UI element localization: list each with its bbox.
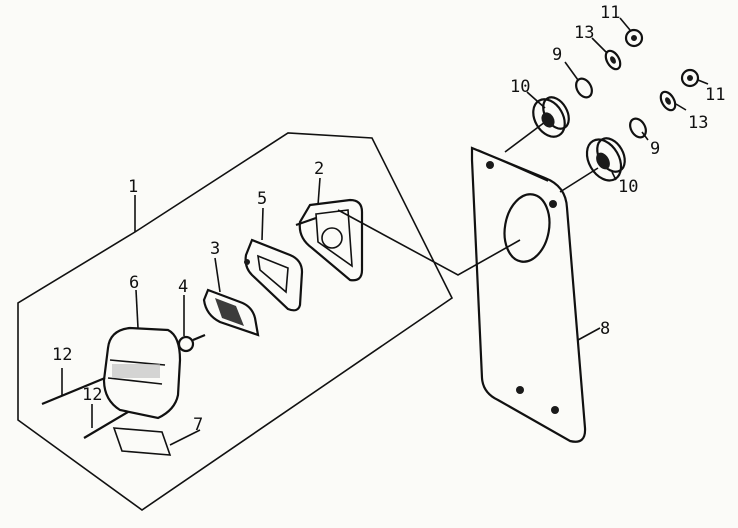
screws-part-12 (41, 368, 129, 439)
callout-2: 2 (314, 159, 324, 179)
bulb-part-4 (177, 333, 206, 353)
callout-6: 6 (129, 273, 139, 293)
callout-11-lower: 11 (705, 85, 725, 105)
callout-11-upper: 11 (600, 3, 620, 23)
upper-pulley-part-10 (504, 28, 644, 153)
callout-9-lower: 9 (650, 139, 660, 159)
leader-assembly-to-plate (337, 209, 521, 276)
callout-9-upper: 9 (552, 45, 562, 65)
callout-13-upper: 13 (574, 23, 594, 43)
mounting-plate-part-8 (470, 146, 601, 443)
callout-3: 3 (210, 239, 220, 259)
callout-labels: 1 2 3 4 5 6 7 8 9 9 10 10 11 11 12 12 13… (52, 3, 725, 435)
gasket-part-5 (244, 238, 304, 312)
callout-8: 8 (600, 319, 610, 339)
housing-frame-part-2 (295, 198, 364, 282)
lens-plate-part-7 (112, 427, 201, 456)
callout-4: 4 (178, 277, 188, 297)
callout-10-lower: 10 (618, 177, 638, 197)
callout-12-upper: 12 (52, 345, 72, 365)
callout-13-lower: 13 (688, 113, 708, 133)
callout-5: 5 (257, 189, 267, 209)
lamp-cover-part-6 (102, 326, 182, 420)
callout-12-lower: 12 (82, 385, 102, 405)
reflector-part-3 (202, 288, 260, 337)
label-leaders (134, 17, 709, 336)
lower-pulley-part-10 (559, 68, 700, 193)
callout-7: 7 (193, 415, 203, 435)
assembly-outline (17, 132, 454, 511)
callout-10-upper: 10 (510, 77, 530, 97)
callout-1: 1 (128, 177, 138, 197)
